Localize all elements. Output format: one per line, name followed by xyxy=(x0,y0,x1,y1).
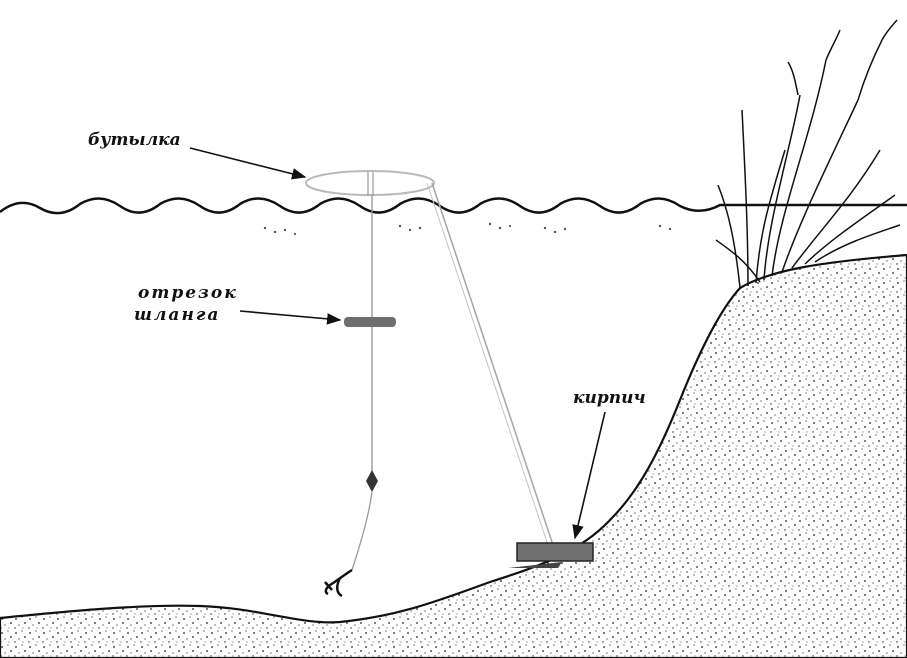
hook-icon xyxy=(324,568,353,598)
hose-pointer-arrow xyxy=(239,310,342,325)
bottle-label: бутылка xyxy=(88,130,181,150)
brick-pointer-arrow xyxy=(572,411,606,540)
hose-segment-label-line2: шланга xyxy=(134,305,221,325)
brick xyxy=(516,542,594,562)
sinker xyxy=(366,470,378,492)
bottle-float xyxy=(305,170,435,196)
water-surface xyxy=(0,197,907,215)
brick-shadow xyxy=(508,562,562,568)
anchor-line-2 xyxy=(426,182,549,546)
hose-segment xyxy=(344,317,396,327)
brick-label: кирпич xyxy=(573,388,646,408)
wave-shading xyxy=(263,222,672,236)
bottle-pointer-arrow xyxy=(189,147,307,180)
hose-segment-label-line1: отрезок xyxy=(138,283,238,303)
shore-grass xyxy=(715,19,901,289)
leader-line xyxy=(351,491,373,571)
anchor-line xyxy=(431,182,554,546)
